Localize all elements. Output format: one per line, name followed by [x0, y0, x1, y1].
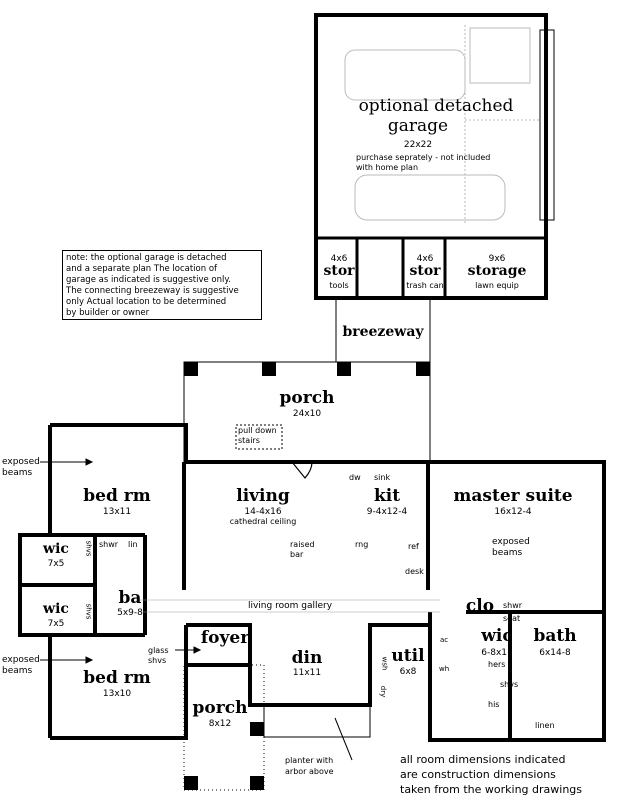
- exposed-beams-label-lower: exposed: [2, 655, 40, 665]
- wic-1-label: wic: [43, 541, 69, 557]
- dining-label: din: [291, 648, 323, 668]
- garage-title: optional detached: [358, 96, 514, 116]
- wic-1-dim: 7x5: [47, 559, 65, 569]
- wic-1-shelves: shvs: [84, 540, 93, 557]
- garage-door-pier: [539, 29, 555, 221]
- storage-dim: 9x6: [488, 254, 506, 264]
- note-line: garage as indicated is suggestive only.: [66, 275, 231, 285]
- living-dim: 14-4x16: [244, 507, 282, 517]
- footnote-line: are construction dimensions: [400, 768, 556, 781]
- master-linen-label: linen: [535, 721, 555, 730]
- master-beams-label: exposed: [492, 537, 530, 547]
- note-line: by builder or owner: [66, 308, 150, 318]
- stor-tools-dim: 4x6: [330, 254, 348, 264]
- dryer-label: dry: [379, 685, 388, 698]
- dining-dim: 11x11: [292, 668, 322, 678]
- note-line: and a separate plan The location of: [66, 264, 218, 274]
- stor-trash-dim: 4x6: [416, 254, 434, 264]
- garage-title-2: garage: [387, 116, 449, 136]
- wic-2-dim: 7x5: [47, 619, 65, 629]
- stor-trash-use: trash can: [406, 281, 444, 290]
- kitchen-label: kit: [373, 486, 401, 506]
- living-note: cathedral ceiling: [229, 517, 297, 526]
- planter-label: planter with: [285, 756, 334, 765]
- exposed-beams-label-lower-2: beams: [2, 666, 33, 676]
- kitchen-dim: 9-4x12-4: [366, 507, 408, 517]
- range-label: rng: [355, 540, 369, 549]
- garage-dim: 22x22: [403, 140, 433, 150]
- utility-dim: 6x8: [399, 667, 417, 677]
- exposed-beams-label-2: beams: [2, 468, 33, 478]
- garage-sub-2: with home plan: [356, 163, 419, 172]
- foyer-label: foyer: [200, 628, 250, 648]
- glass-shelves-label-2: shvs: [148, 656, 167, 665]
- stor-tools-label: stor: [323, 263, 355, 279]
- bedroom-1-dim: 13x11: [102, 507, 132, 517]
- note-line: The connecting breezeway is suggestive: [66, 286, 239, 296]
- rear-porch-label: porch: [279, 388, 335, 408]
- stor-tools-use: tools: [329, 281, 349, 290]
- master-bath-label: bath: [533, 626, 577, 646]
- glass-shelves-label: glass: [148, 646, 169, 655]
- gallery-label: living room gallery: [247, 601, 333, 611]
- exposed-beams-label: exposed: [2, 457, 40, 467]
- shower-seat-label: shwr: [503, 601, 523, 610]
- desk-label: desk: [405, 567, 424, 576]
- storage-use: lawn equip: [475, 281, 519, 290]
- ac-label: ac: [440, 636, 449, 644]
- master-shelves-label: shvs: [500, 680, 519, 689]
- bedroom-1-label: bed rm: [83, 486, 151, 506]
- shower-label: shwr: [99, 540, 119, 549]
- dimension-footnote: all room dimensions indicated are constr…: [400, 752, 582, 797]
- car-outlines: [344, 25, 540, 225]
- rear-porch-dim: 24x10: [292, 409, 322, 419]
- master-beams-label-2: beams: [492, 548, 523, 558]
- utility-label: util: [391, 646, 425, 666]
- wic-2-shelves: shvs: [84, 603, 93, 620]
- master-wic-label: wic: [481, 626, 513, 646]
- master-bath-dim: 6x14-8: [539, 648, 571, 658]
- garage-sub: purchase seprately - not included: [356, 153, 491, 162]
- master-suite-dim: 16x12-4: [494, 507, 532, 517]
- breezeway-label: breezeway: [342, 324, 424, 340]
- hers-label: hers: [488, 660, 506, 669]
- bedroom-2-dim: 13x10: [102, 689, 132, 699]
- bath-dim: 5x9-8: [117, 608, 143, 618]
- closet-label: clo: [465, 596, 495, 616]
- master-wic-dim: 6-8x11: [481, 648, 513, 658]
- storage-label: storage: [467, 263, 527, 279]
- front-porch-label: porch: [192, 698, 248, 718]
- wic-2-label: wic: [43, 601, 69, 617]
- pull-down-stairs-2: stairs: [238, 436, 260, 445]
- master-suite-label: master suite: [453, 486, 573, 506]
- note-line: note: the optional garage is detached: [66, 253, 227, 263]
- sink-label: sink: [374, 473, 391, 482]
- raised-bar-label-2: bar: [290, 550, 304, 559]
- shower-seat-label-2: seat: [503, 614, 521, 623]
- note-line: only Actual location to be determined: [66, 297, 227, 307]
- washer-label: wsh: [380, 656, 389, 671]
- bath-label: ba: [118, 588, 142, 608]
- annotation-arrows: [40, 458, 353, 761]
- front-porch-dim: 8x12: [208, 719, 232, 729]
- garage-wall: [314, 13, 548, 300]
- ref-label: ref: [408, 542, 419, 551]
- columns: [184, 362, 430, 790]
- bedroom-2-label: bed rm: [83, 668, 151, 688]
- water-heater-label: wh: [439, 665, 450, 673]
- garage-note: note: the optional garage is detached an…: [62, 250, 262, 320]
- living-label: living: [236, 486, 290, 506]
- raised-bar-label: raised: [290, 540, 315, 549]
- dishwasher-label: dw: [349, 473, 361, 482]
- footnote-line: all room dimensions indicated: [400, 753, 566, 766]
- his-label: his: [488, 700, 500, 709]
- gallery-tiles: [140, 599, 440, 613]
- stor-trash-label: stor: [409, 263, 441, 279]
- footnote-line: taken from the working drawings: [400, 783, 583, 796]
- linen-label: lin: [128, 540, 138, 549]
- pull-down-stairs: pull down: [238, 426, 277, 435]
- planter-label-2: arbor above: [285, 767, 334, 776]
